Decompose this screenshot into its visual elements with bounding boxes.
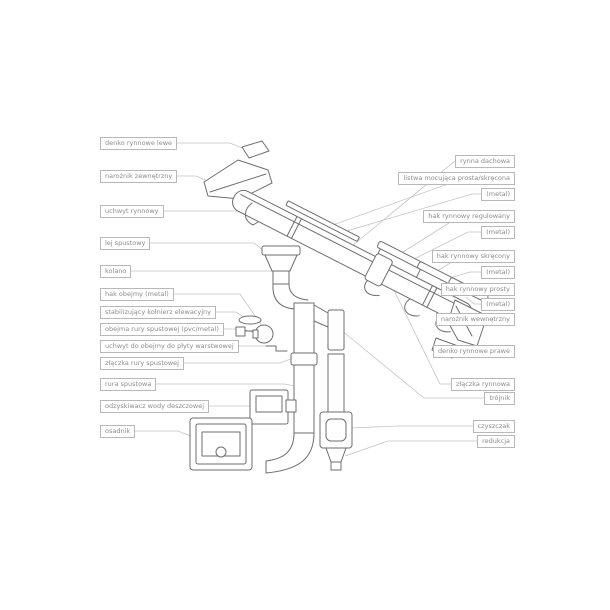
label-trojnik: trójnik — [484, 392, 515, 405]
part-hak-obejmy — [235, 326, 256, 337]
label-zlaczka-rury-spustowej: złączka rury spustowej — [100, 357, 184, 370]
label-uchwyt-do-obejmy: uchwyt do obejmy do płyty warstwowej — [100, 340, 239, 353]
label-hak-rynnowy-regulowany: hak rynnowy regulowany — [423, 210, 515, 223]
label-hak-prosty-metal: (metal) — [481, 298, 515, 311]
label-lej-spustowy: lej spustowy — [100, 237, 151, 250]
label-zlaczka-rynnowa: złączka rynnowa — [451, 378, 515, 391]
part-kolano — [272, 283, 309, 310]
label-hak-regulowany-metal: (metal) — [481, 226, 515, 239]
label-hak-rynnowy-skrecony: hak rynnowy skręcony — [431, 250, 515, 263]
part-denko-rynnowe-lewe — [241, 140, 270, 159]
part-osadnik — [189, 417, 253, 471]
part-uchwyt-rynnowy — [244, 202, 259, 226]
label-rynna-dachowa: rynna dachowa — [455, 155, 515, 168]
label-czyszczak: czyszczak — [472, 420, 515, 433]
part-stabilizujacy-kolnierz — [238, 315, 262, 325]
label-odzyskiwacz-wody: odzyskiwacz wody deszczowej — [100, 400, 210, 413]
label-naroznik-wewnetrzny: narożnik wewnętrzny — [435, 313, 515, 326]
label-hak-skrecony-metal: (metal) — [481, 266, 515, 279]
label-osadnik: osadnik — [100, 425, 136, 438]
part-zlaczka-rury-spustowej — [290, 352, 318, 366]
label-denko-rynnowe-lewe: denko rynnowe lewe — [100, 137, 178, 150]
label-uchwyt-rynnowy: uchwyt rynnowy — [100, 205, 164, 218]
label-denko-rynnowe-prawe: denko rynnowe prawe — [432, 345, 515, 358]
label-hak-rynnowy-prosty: hak rynnowy prosty — [440, 283, 515, 296]
part-odzyskiwacz-wody — [249, 389, 297, 425]
label-kolano: kolano — [100, 265, 132, 278]
part-rura-spustowa — [265, 302, 315, 474]
label-redukcja: redukcja — [477, 435, 515, 448]
label-rura-spustowa: rura spustowa — [100, 378, 157, 391]
part-naroznik-zewnetrzny — [203, 159, 273, 200]
part-redukcja — [325, 447, 347, 471]
part-listwa-mocujaca — [285, 200, 360, 242]
part-zlaczka-rynnowa — [364, 253, 393, 287]
label-naroznik-zewnetrzny: narożnik zewnętrzny — [100, 170, 178, 183]
label-hak-obejmy: hak obejmy (metal) — [100, 288, 174, 301]
part-uchwyt-do-obejmy — [265, 345, 288, 352]
label-listwa-mocujaca: listwa mocująca prosta/skręcona — [398, 172, 515, 185]
part-lej-spustowy — [261, 245, 301, 285]
label-listwa-metal: (metal) — [481, 188, 515, 201]
part-trojnik — [313, 304, 345, 413]
label-stabilizujacy-kolnierz: stabilizujący kołnierz elewacyjny — [100, 306, 216, 319]
label-obejma-rury-spustowej: obejma rury spustowej (pvc/metal) — [100, 323, 224, 336]
part-obejma-rury — [252, 324, 274, 344]
part-czyszczak — [319, 411, 353, 449]
